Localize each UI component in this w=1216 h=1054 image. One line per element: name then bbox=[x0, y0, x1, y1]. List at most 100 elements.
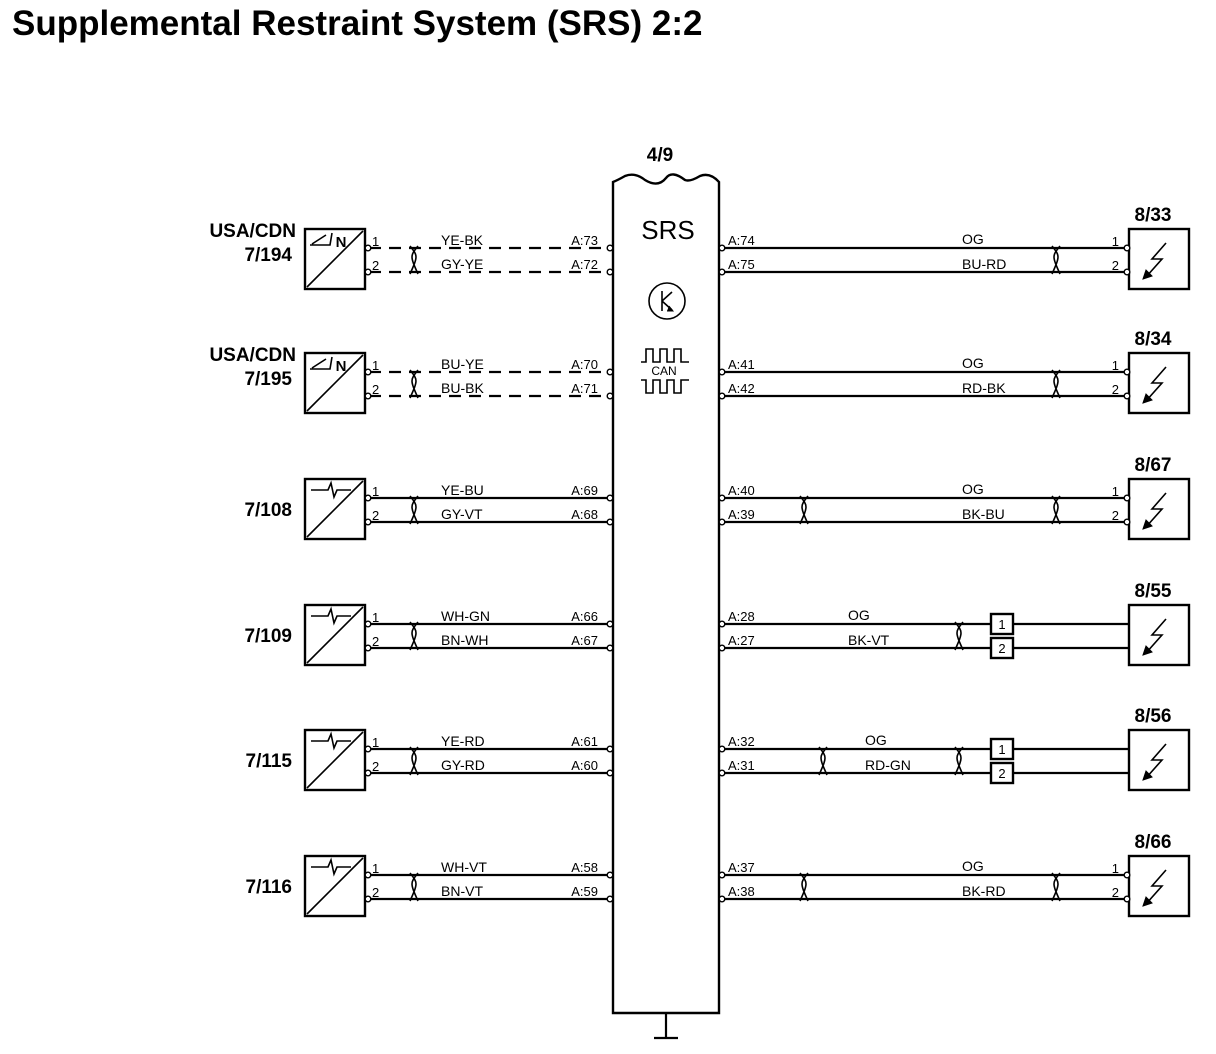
crash-sensor-icon bbox=[648, 282, 686, 320]
ecu-pin-label: A:72 bbox=[571, 257, 598, 272]
wire-color-label: YE-BK bbox=[441, 232, 484, 248]
connector-pin-label: 2 bbox=[1112, 382, 1119, 397]
seat-belt-sensor-icon: N bbox=[310, 232, 347, 251]
ecu-pin-label: A:58 bbox=[571, 860, 598, 875]
can-bus-icon: CAN bbox=[641, 348, 689, 394]
connector-pin-label: 2 bbox=[372, 258, 379, 273]
connector-pin-label: 1 bbox=[1112, 234, 1119, 249]
wire-color-label: BK-VT bbox=[848, 632, 890, 648]
seat-belt-sensor-icon: N bbox=[310, 356, 347, 375]
component-id-label: 7/108 bbox=[244, 500, 292, 521]
ecu-pin-label: A:70 bbox=[571, 357, 598, 372]
wire-color-label: GY-YE bbox=[441, 256, 483, 272]
component-id-label: 8/66 bbox=[1135, 832, 1172, 853]
srs-control-module[interactable]: 4/9 SRS CAN bbox=[611, 145, 721, 1040]
connector-pin-label: 1 bbox=[1112, 358, 1119, 373]
connector-pin-label: 1 bbox=[372, 610, 379, 625]
ecu-pin-label: A:59 bbox=[571, 884, 598, 899]
connector-pin-label: 1 bbox=[372, 358, 379, 373]
component-id-label: 8/55 bbox=[1135, 581, 1172, 602]
connector-pin-label: 2 bbox=[372, 885, 379, 900]
ecu-pin-label: A:71 bbox=[571, 381, 598, 396]
wire-color-label: RD-BK bbox=[962, 380, 1006, 396]
connector-pin-label: 1 bbox=[1112, 484, 1119, 499]
ecu-pin-label: A:31 bbox=[728, 758, 755, 773]
ecu-pin-label: A:37 bbox=[728, 860, 755, 875]
component-id-label: 7/116 bbox=[246, 877, 293, 898]
ecu-pin-label: A:66 bbox=[571, 609, 598, 624]
component-id-label: 8/56 bbox=[1135, 706, 1172, 727]
wire-color-label: WH-GN bbox=[441, 608, 490, 624]
component-prefix-label: USA/CDN bbox=[209, 345, 296, 366]
page-title: Supplemental Restraint System (SRS) 2:2 bbox=[12, 4, 703, 43]
impact-sensor-icon bbox=[311, 857, 351, 877]
ecu-pin-label: A:38 bbox=[728, 884, 755, 899]
wire-color-label: BN-WH bbox=[441, 632, 488, 648]
ecu-name-label: SRS bbox=[641, 215, 694, 245]
wire-color-label: OG bbox=[962, 858, 984, 874]
ecu-pin-label: A:75 bbox=[728, 257, 755, 272]
impact-sensor-icon bbox=[311, 606, 351, 626]
can-label: CAN bbox=[651, 364, 676, 378]
wire-color-label: RD-GN bbox=[865, 757, 911, 773]
sensor-7-195[interactable]: USA/CDN 7/195 N 1 BU-YE A:70 2 BU-BK A:71 bbox=[209, 345, 614, 415]
ecu-pin-label: A:69 bbox=[571, 483, 598, 498]
wire-color-label: BU-BK bbox=[441, 380, 484, 396]
igniter-icon bbox=[1142, 366, 1167, 404]
connector-pin-label: 2 bbox=[372, 382, 379, 397]
ecu-pin-label: A:61 bbox=[571, 734, 598, 749]
igniter-icon bbox=[1142, 242, 1167, 280]
svg-text:N: N bbox=[336, 358, 347, 375]
wire-color-label: BN-VT bbox=[441, 883, 483, 899]
connector-pin-label: 2 bbox=[372, 634, 379, 649]
component-id-label: 7/194 bbox=[244, 245, 292, 266]
component-id-label: 8/34 bbox=[1135, 329, 1172, 350]
wire-color-label: OG bbox=[865, 732, 887, 748]
ecu-pin-label: A:39 bbox=[728, 507, 755, 522]
wire-color-label: YE-RD bbox=[441, 733, 485, 749]
ecu-pin-label: A:28 bbox=[728, 609, 755, 624]
connector-pin-label: 1 bbox=[372, 484, 379, 499]
igniter-icon bbox=[1142, 618, 1167, 656]
component-id-label: 7/109 bbox=[244, 626, 292, 647]
wire-color-label: BU-YE bbox=[441, 356, 484, 372]
ecu-pin-label: A:42 bbox=[728, 381, 755, 396]
connector-pin-label: 2 bbox=[1112, 258, 1119, 273]
impact-sensor-icon bbox=[311, 480, 351, 500]
wire-color-label: GY-VT bbox=[441, 506, 483, 522]
wire-color-label: OG bbox=[962, 231, 984, 247]
component-prefix-label: USA/CDN bbox=[209, 221, 296, 242]
component-id-label: 7/115 bbox=[246, 751, 293, 772]
ecu-id-label: 4/9 bbox=[647, 145, 673, 166]
connector-pin-label: 2 bbox=[998, 766, 1005, 781]
connector-pin-label: 1 bbox=[998, 617, 1005, 632]
wire-color-label: GY-RD bbox=[441, 757, 485, 773]
ecu-pin-label: A:60 bbox=[571, 758, 598, 773]
connector-pin-label: 2 bbox=[1112, 508, 1119, 523]
wire-color-label: OG bbox=[962, 355, 984, 371]
wire-color-label: BU-RD bbox=[962, 256, 1006, 272]
wire-color-label: OG bbox=[962, 481, 984, 497]
ground-icon bbox=[654, 1013, 678, 1040]
connector-pin-label: 1 bbox=[372, 735, 379, 750]
igniter-icon bbox=[1142, 743, 1167, 781]
ecu-pin-label: A:32 bbox=[728, 734, 755, 749]
igniter-icon bbox=[1142, 869, 1167, 907]
connector-pin-label: 2 bbox=[998, 641, 1005, 656]
svg-text:N: N bbox=[336, 234, 347, 251]
wire-color-label: YE-BU bbox=[441, 482, 484, 498]
connector-pin-label: 1 bbox=[372, 234, 379, 249]
connector-pin-label: 1 bbox=[1112, 861, 1119, 876]
component-id-label: 7/195 bbox=[244, 369, 292, 390]
